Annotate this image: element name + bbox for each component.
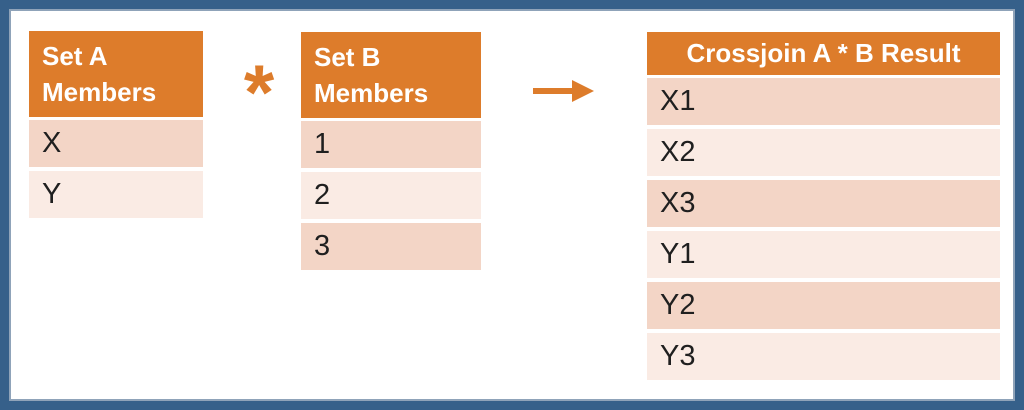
set-b-header: Set B Members bbox=[301, 32, 481, 118]
table-row: 2 bbox=[301, 172, 481, 219]
table-row: Y1 bbox=[647, 231, 1000, 278]
crossjoin-operator-asterisk: * bbox=[243, 48, 275, 136]
arrow-right-icon bbox=[530, 78, 596, 109]
table-row: 1 bbox=[301, 121, 481, 168]
result-header: Crossjoin A * B Result bbox=[647, 32, 1000, 75]
table-row: X3 bbox=[647, 180, 1000, 227]
table-row: Y3 bbox=[647, 333, 1000, 380]
set-a-header: Set A Members bbox=[29, 31, 203, 117]
table-row: X2 bbox=[647, 129, 1000, 176]
table-row: 3 bbox=[301, 223, 481, 270]
table-row: X1 bbox=[647, 78, 1000, 125]
table-row: X bbox=[29, 120, 203, 167]
table-row: Y bbox=[29, 171, 203, 218]
table-row: Y2 bbox=[647, 282, 1000, 329]
